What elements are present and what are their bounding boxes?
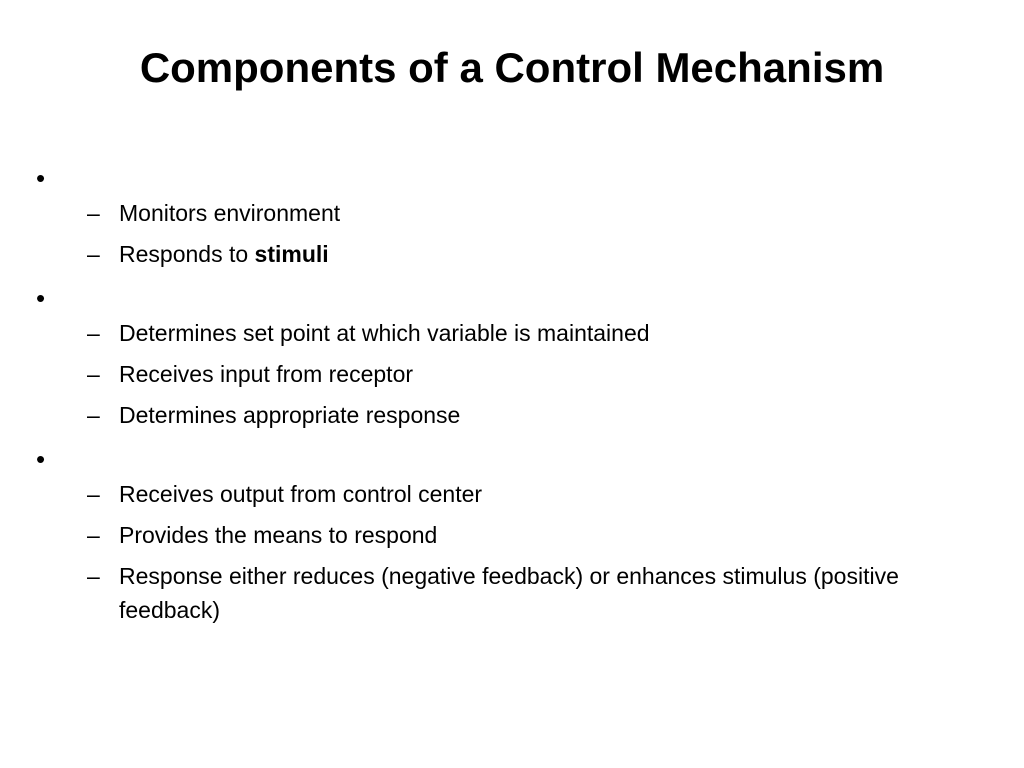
dash-icon: –	[87, 241, 100, 267]
list-item-text: Receives output from control center	[119, 481, 483, 507]
list-item-text: Responds to	[119, 241, 255, 267]
list-item: – Determines set point at which variable…	[36, 316, 936, 350]
dash-icon: –	[87, 320, 100, 346]
bullet-group-control-center: • – Determines set point at which variab…	[36, 278, 936, 432]
slide-content: • – Monitors environment – Responds to s…	[36, 158, 936, 634]
list-item: – Provides the means to respond	[36, 518, 936, 552]
list-item-text: Provides the means to respond	[119, 522, 438, 548]
list-item-text: Response either reduces (negative feedba…	[119, 563, 899, 623]
list-item: – Response either reduces (negative feed…	[36, 559, 936, 627]
bullet-row: •	[36, 278, 936, 316]
dash-icon: –	[87, 481, 100, 507]
sub-list: – Receives output from control center – …	[36, 477, 936, 627]
list-item-text: Receives input from receptor	[119, 361, 414, 387]
dash-icon: –	[87, 563, 100, 589]
bullet-icon: •	[36, 283, 46, 313]
bullet-group-receptor: • – Monitors environment – Responds to s…	[36, 158, 936, 271]
dash-icon: –	[87, 200, 100, 226]
dash-icon: –	[87, 402, 100, 428]
list-item: – Determines appropriate response	[36, 398, 936, 432]
list-item-text: Determines set point at which variable i…	[119, 320, 650, 346]
bullet-icon: •	[36, 444, 46, 474]
list-item: – Receives output from control center	[36, 477, 936, 511]
sub-list: – Monitors environment – Responds to sti…	[36, 196, 936, 271]
bullet-icon: •	[36, 163, 46, 193]
sub-list: – Determines set point at which variable…	[36, 316, 936, 432]
bullet-group-effector: • – Receives output from control center …	[36, 439, 936, 627]
slide-title: Components of a Control Mechanism	[139, 44, 885, 91]
list-item-bold-text: stimuli	[254, 241, 329, 267]
list-item-text: Determines appropriate response	[119, 402, 461, 428]
list-item: – Receives input from receptor	[36, 357, 936, 391]
list-item: – Monitors environment	[36, 196, 936, 230]
bullet-row: •	[36, 439, 936, 477]
list-item-text: Monitors environment	[119, 200, 341, 226]
dash-icon: –	[87, 522, 100, 548]
list-item: – Responds to stimuli	[36, 237, 936, 271]
bullet-row: •	[36, 158, 936, 196]
dash-icon: –	[87, 361, 100, 387]
